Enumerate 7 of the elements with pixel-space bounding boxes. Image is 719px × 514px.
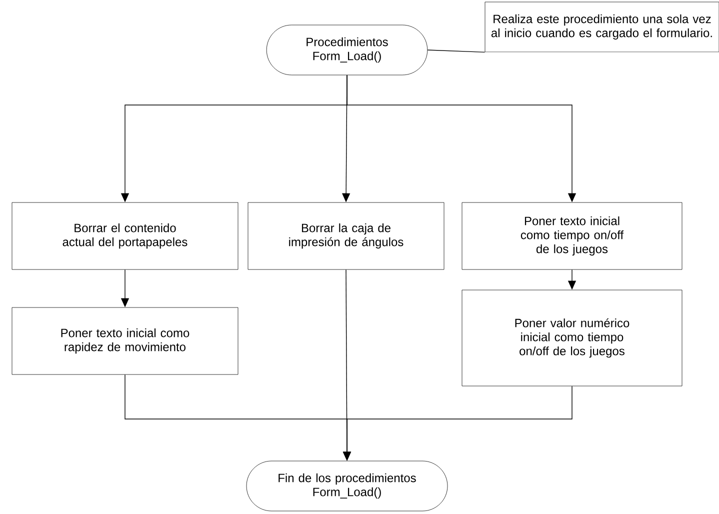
leader-line (427, 50, 486, 53)
process-box: Poner valor numérico inicial como tiempo on/off de los juegos (462, 290, 682, 386)
note-box: Realiza este procedimiento una sola vez al inicio cuando es cargado el formulario. (484, 2, 719, 52)
process-box: Borrar la caja de impresión de ángulos (248, 202, 444, 270)
process-box: Poner texto inicial como rapidez de movimiento (12, 307, 238, 375)
process-box: Poner texto inicial como tiempo on/off de los juegos (462, 202, 682, 270)
process-box: Borrar el contenido actual del portapapeles (12, 202, 238, 270)
